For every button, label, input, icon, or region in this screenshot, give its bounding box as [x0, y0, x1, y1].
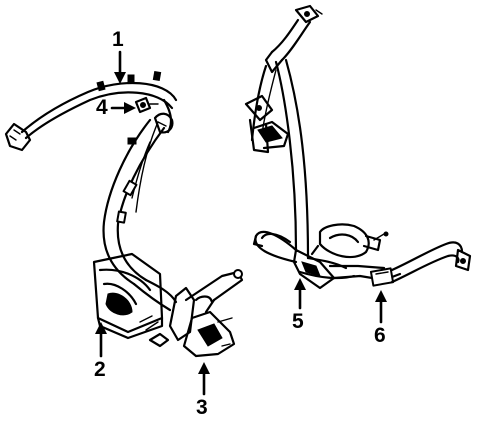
- callout-2: 2: [94, 322, 107, 381]
- callout-label-1: 1: [112, 28, 124, 51]
- callout-4: 4: [96, 96, 136, 119]
- callout-label-5: 5: [292, 310, 304, 333]
- callout-3: 3: [196, 362, 210, 419]
- callout-6: 6: [374, 290, 387, 347]
- callout-5: 5: [292, 278, 306, 333]
- callout-label-2: 2: [94, 358, 106, 381]
- rear-belt-assembly-right: [244, 4, 472, 290]
- front-belt-assembly-left: [4, 70, 244, 358]
- callout-label-3: 3: [196, 396, 208, 419]
- callout-label-4: 4: [96, 96, 108, 119]
- callout-1: 1: [112, 28, 126, 84]
- callout-label-6: 6: [374, 324, 386, 347]
